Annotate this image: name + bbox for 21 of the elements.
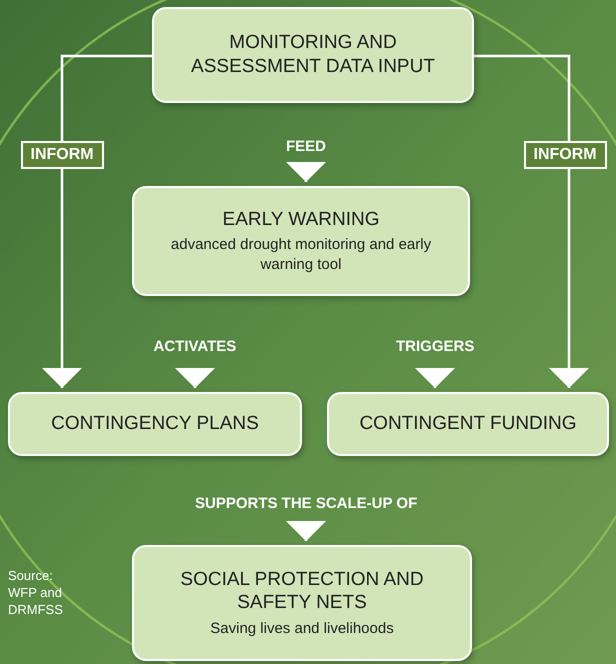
process-box xyxy=(132,186,470,296)
arrow xyxy=(474,54,589,388)
edge-label: INFORM xyxy=(20,141,104,169)
box-heading: MONITORING AND ASSESSMENT DATA INPUT xyxy=(190,31,436,79)
edge-label: FEED xyxy=(286,138,326,154)
process-box xyxy=(132,545,472,661)
box-heading: EARLY WARNING xyxy=(222,208,380,232)
edge-label: ACTIVATES xyxy=(154,338,236,354)
process-box xyxy=(152,7,474,103)
edge-label: INFORM xyxy=(524,141,607,169)
box-description: advanced drought monitoring and early warning tool xyxy=(170,235,432,274)
box-description: Saving lives and livelihoods xyxy=(209,619,395,638)
edge-label: TRIGGERS xyxy=(396,338,474,354)
process-box xyxy=(327,392,609,456)
process-box xyxy=(8,392,302,456)
edge-label: SUPPORTS THE SCALE-UP OF xyxy=(195,494,418,512)
box-heading: SOCIAL PROTECTION AND SAFETY NETS xyxy=(179,568,425,615)
box-heading: CONTINGENCY PLANS xyxy=(50,412,260,436)
box-heading: CONTINGENT FUNDING xyxy=(358,412,578,436)
source-note: Source: WFP and DRMFSS xyxy=(8,568,64,619)
arrow xyxy=(42,54,152,388)
